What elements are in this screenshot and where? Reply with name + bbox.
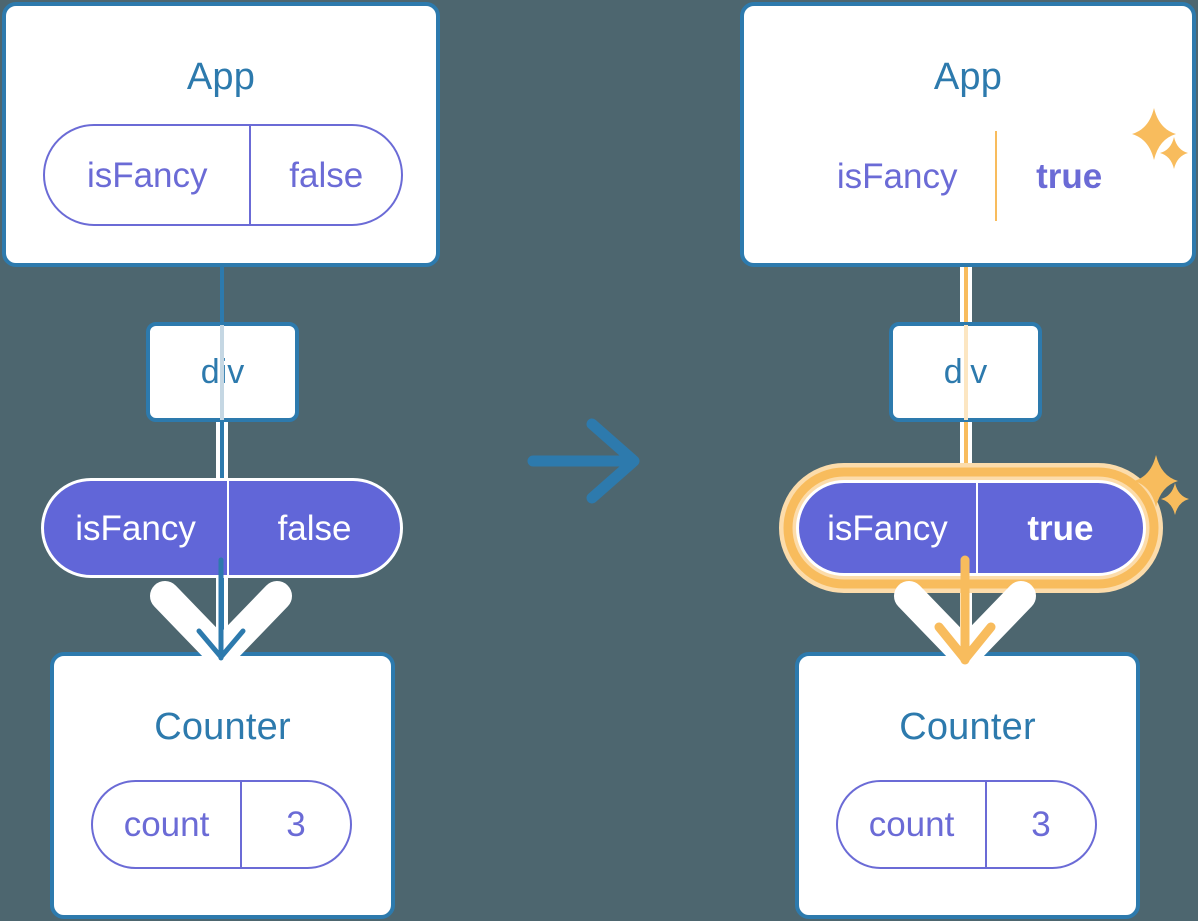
- counter-title-before: Counter: [154, 706, 291, 748]
- connector-inside-div-after: [964, 325, 968, 420]
- prop-value-before: false: [277, 508, 352, 548]
- connector-app-to-div-after: [964, 225, 968, 325]
- prop-key-before: isFancy: [44, 481, 230, 575]
- counter-title-after: Counter: [899, 706, 1036, 748]
- app-title-after: App: [933, 56, 1003, 98]
- connector-app-to-div-before: [220, 225, 224, 325]
- counter-state-pill-before[interactable]: count 3: [91, 780, 352, 869]
- app-state-pill-after[interactable]: isFancy true: [797, 129, 1143, 223]
- transition-arrow-icon: [527, 418, 640, 504]
- prop-pill-before[interactable]: isFancy false: [41, 478, 403, 578]
- connector-div-to-prop-after: [964, 418, 968, 488]
- app-title-before: App: [186, 56, 256, 98]
- counter-state-value-after: 3: [1031, 805, 1051, 844]
- counter-state-value-before: 3: [286, 805, 306, 844]
- app-state-value-before: false: [289, 155, 364, 195]
- app-state-key-after: isFancy: [799, 131, 998, 221]
- counter-state-pill-after[interactable]: count 3: [836, 780, 1097, 869]
- connector-div-to-prop-before: [220, 418, 224, 488]
- counter-state-key-before: count: [93, 782, 243, 867]
- prop-pill-after[interactable]: isFancy true: [796, 480, 1146, 576]
- connector-inside-div-before: [220, 325, 224, 420]
- prop-key-after: isFancy: [799, 483, 978, 573]
- counter-state-key-after: count: [838, 782, 988, 867]
- app-state-pill-before[interactable]: isFancy false: [43, 124, 403, 226]
- app-state-key-before: isFancy: [45, 126, 252, 224]
- counter-component-box-after[interactable]: Counter: [795, 652, 1140, 919]
- prop-value-after: true: [1027, 508, 1094, 548]
- app-state-value-after: true: [1036, 156, 1103, 196]
- sparkle-icon-prop-small: [1161, 483, 1189, 515]
